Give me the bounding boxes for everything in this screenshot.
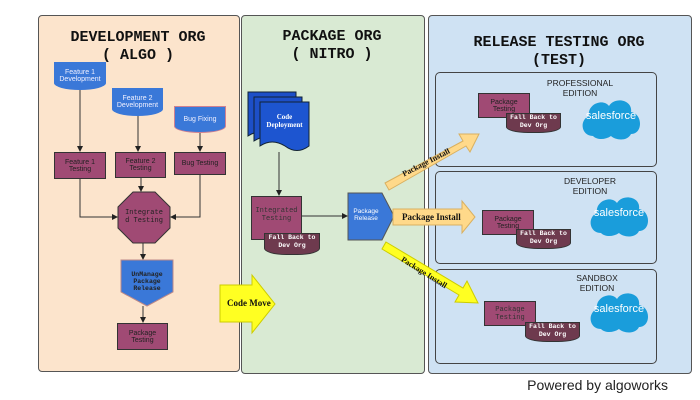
feature1-testing: Feature 1 Testing <box>54 152 106 179</box>
code-deployment-stack <box>247 91 310 151</box>
unmanage-package-release-shape <box>120 259 174 307</box>
salesforce-logo-text: salesforce <box>585 110 637 122</box>
developer-edition-label: DEVELOPER EDITION <box>564 176 616 196</box>
feature2-development: Feature 2 Development <box>112 88 163 116</box>
bug-testing: Bug Testing <box>174 152 226 175</box>
bug-fixing: Bug Fixing <box>174 106 226 133</box>
package-release-shape <box>347 192 395 241</box>
sandbox-edition-label: SANDBOX EDITION <box>576 273 618 293</box>
release-testing-org-panel <box>428 15 692 374</box>
pkg-fall-back: Fall Back to Dev Org <box>264 233 320 255</box>
package-install-arrow-lower <box>381 241 479 304</box>
code-deployment-label: Code Deployment <box>266 113 303 129</box>
salesforce-logo-text: salesforce <box>593 207 645 219</box>
package-install-arrow-middle <box>392 199 476 235</box>
integrated-testing-octagon <box>117 191 171 244</box>
package-org-panel <box>241 15 425 374</box>
powered-by-footer: Powered by algoworks <box>527 377 668 393</box>
sandbox-fall-back: Fall Back to Dev Org <box>525 322 580 342</box>
salesforce-logo-text: salesforce <box>593 303 645 315</box>
professional-fall-back: Fall Back to Dev Org <box>506 113 561 133</box>
arrow <box>79 179 118 220</box>
dev-package-testing: Package Testing <box>117 323 168 350</box>
code-move-label: Code Move <box>227 298 271 308</box>
feature1-development: Feature 1 Development <box>54 62 106 90</box>
package-org-title: PACKAGE ORG ( NITRO ) <box>282 28 382 63</box>
developer-fall-back: Fall Back to Dev Org <box>516 229 571 249</box>
salesforce-logo: salesforce <box>579 96 643 140</box>
package-install-arrow-upper <box>384 133 480 191</box>
salesforce-logo: salesforce <box>587 289 651 333</box>
unmanage-package-release-label: UnManage Package Release <box>131 270 163 292</box>
developer-package-testing: Package Testing <box>482 210 534 235</box>
package-install-label-middle: Package Install <box>402 212 461 222</box>
arrow <box>170 175 201 220</box>
feature2-testing: Feature 2 Testing <box>115 152 166 178</box>
package-release-label: Package Release <box>353 208 379 222</box>
professional-edition-label: PROFESSIONAL EDITION <box>546 78 614 98</box>
development-org-title: DEVELOPMENT ORG ( ALGO ) <box>70 29 206 64</box>
professional-edition-box <box>435 72 657 167</box>
release-testing-org-title: RELEASE TESTING ORG (TEST) <box>473 34 645 69</box>
integrated-testing-label: Integrate d Testing <box>125 209 163 225</box>
salesforce-logo: salesforce <box>587 193 651 237</box>
sandbox-edition-box <box>435 269 657 364</box>
code-move-arrow <box>219 273 276 335</box>
